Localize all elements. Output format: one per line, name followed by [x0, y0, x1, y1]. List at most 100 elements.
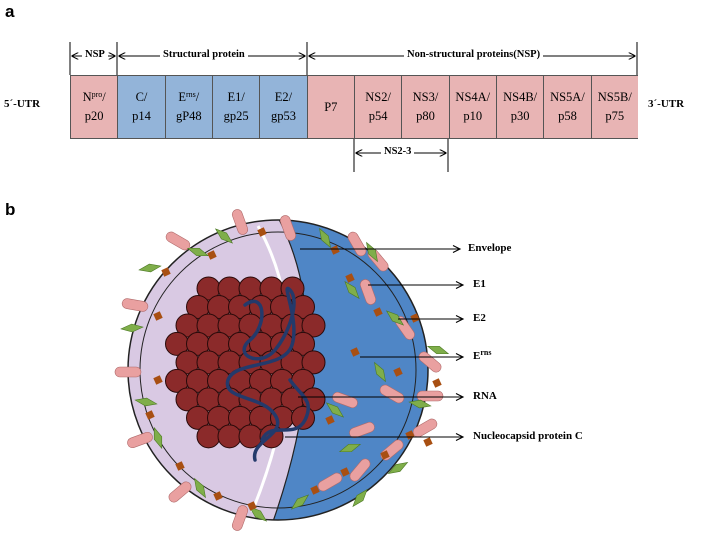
- gene-box: E1/gp25: [212, 76, 261, 138]
- gene-name: NS3/: [412, 90, 439, 104]
- panel-b-letter: b: [5, 200, 16, 219]
- gene-name: Erns/: [178, 90, 200, 104]
- gene-name: E2/: [274, 90, 293, 104]
- gene-box: Npro/p20: [70, 76, 119, 138]
- nsp-region-label: NSP: [82, 49, 108, 60]
- gene-name: NS5B/: [597, 90, 632, 104]
- utr5-label: 5´-UTR: [4, 98, 41, 110]
- nucleocapsid-sphere: [301, 313, 326, 338]
- gene-protein: gp25: [223, 109, 249, 123]
- erns-protein: [340, 467, 350, 477]
- gene-name: C/: [135, 90, 148, 104]
- e1-protein: [231, 209, 249, 235]
- e1-protein: [349, 421, 375, 439]
- gene-name: Npro/: [82, 90, 106, 104]
- e1-protein: [347, 231, 367, 257]
- gene-protein: p80: [416, 109, 435, 123]
- gene-box: NS4B/p30: [496, 76, 545, 138]
- gene-name: NS5A/: [550, 90, 585, 104]
- utr3-label: 3´-UTR: [648, 98, 685, 110]
- e2-protein: [153, 426, 163, 450]
- envelope-label: Envelope: [468, 242, 512, 254]
- e2-protein: [426, 345, 450, 355]
- gene-protein: p14: [132, 109, 151, 123]
- erns-protein: [247, 501, 257, 511]
- e1-protein: [412, 418, 438, 438]
- e2-label: E2: [473, 312, 486, 324]
- e2-protein: [290, 494, 310, 510]
- gene-box: NS3/p80: [402, 76, 450, 138]
- e1-protein: [127, 431, 153, 449]
- gene-protein: p10: [463, 109, 483, 123]
- e2-protein: [408, 399, 432, 409]
- rna-label: RNA: [473, 390, 497, 402]
- capsid-label: Nucleocapsid protein C: [473, 430, 583, 442]
- gene-protein: gP48: [175, 109, 202, 123]
- e2-protein: [366, 241, 378, 263]
- erns-protein: [257, 227, 267, 237]
- e1-protein: [349, 458, 371, 482]
- erns-protein: [410, 313, 420, 323]
- e1-protein: [114, 366, 142, 378]
- e2-protein: [134, 397, 158, 407]
- e2-protein: [338, 443, 362, 453]
- gene-box: NS2/p54: [354, 76, 403, 138]
- gene-box: NS5B/p75: [591, 76, 638, 138]
- gene-name: NS4A/: [455, 90, 491, 104]
- erns-protein: [175, 461, 185, 471]
- e1-protein: [168, 481, 192, 503]
- erns-protein: [345, 273, 355, 283]
- e2-protein: [374, 361, 386, 383]
- gene-box: NS4A/p10: [449, 76, 497, 138]
- erns-protein: [153, 375, 163, 385]
- nonstructural-region-label: Non-structural proteins(NSP): [404, 49, 544, 60]
- erns-protein: [213, 491, 223, 501]
- gene-protein: p58: [558, 109, 577, 123]
- nucleocapsid-core: [165, 276, 326, 449]
- e2-protein: [387, 462, 409, 474]
- e2-protein: [325, 402, 345, 418]
- structural-region-label: Structural protein: [160, 49, 248, 60]
- erns-protein: [330, 245, 340, 255]
- e2-protein: [319, 227, 331, 249]
- e1-protein: [359, 279, 377, 305]
- erns-protein: [161, 267, 171, 277]
- gene-protein: p20: [84, 109, 104, 123]
- callout-lines: [285, 245, 465, 441]
- panel-a-letter: a: [5, 2, 15, 21]
- erns-protein: [432, 378, 442, 388]
- gene-box: P7: [307, 76, 355, 138]
- rna-strand: [225, 286, 311, 462]
- e2-protein: [352, 488, 368, 508]
- gene-protein: p54: [368, 109, 388, 123]
- e1-protein: [332, 391, 358, 409]
- gene-box: Erns/gP48: [165, 76, 213, 138]
- erns-protein: [350, 347, 360, 357]
- erns-protein: [423, 437, 433, 447]
- erns-protein: [207, 250, 217, 260]
- gene-box: E2/gp53: [260, 76, 308, 138]
- e1-protein: [279, 215, 297, 241]
- gene-name: P7: [324, 99, 338, 114]
- gene-protein: p30: [510, 109, 530, 123]
- gene-name: E1/: [227, 90, 245, 104]
- nucleocapsid-sphere: [196, 424, 221, 449]
- nucleocapsid-sphere: [217, 424, 242, 449]
- gene-protein: p75: [605, 109, 625, 123]
- e2-protein: [214, 228, 234, 244]
- gene-box: C/p14: [118, 76, 166, 138]
- e2-protein: [248, 506, 268, 522]
- nucleocapsid-sphere: [301, 350, 326, 375]
- e1-protein: [379, 384, 405, 404]
- e1-protein: [231, 505, 249, 531]
- e2-protein: [138, 263, 162, 273]
- surface-proteins: [114, 209, 450, 531]
- erns-protein: [145, 410, 155, 420]
- e2-protein: [344, 280, 360, 300]
- erns-protein: [380, 450, 390, 460]
- erns-protein: [310, 485, 320, 495]
- e1-protein: [165, 231, 191, 251]
- e1-protein: [121, 298, 149, 312]
